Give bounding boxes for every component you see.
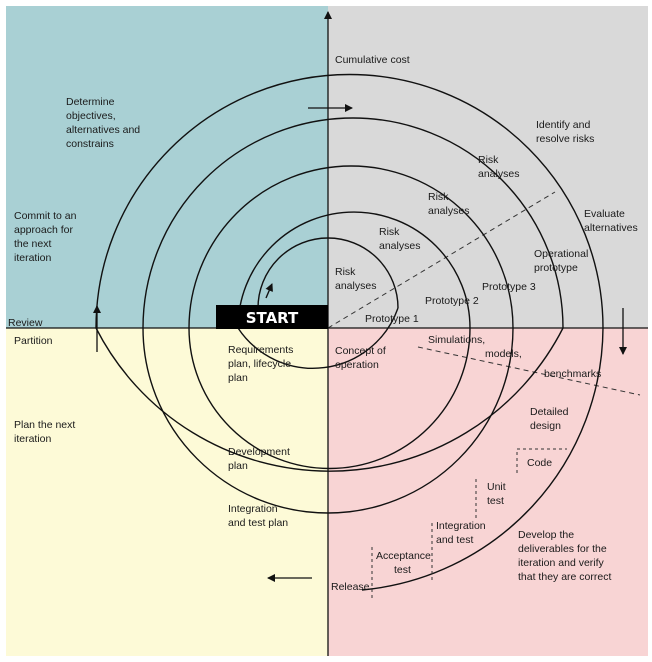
quadrant-bottom-right	[328, 328, 648, 656]
spiral-top-arc-3	[188, 165, 514, 329]
requirements-plan-label: Requirements plan, lifecycle plan	[228, 344, 296, 384]
acceptance-test-label: Acceptance test	[376, 550, 434, 576]
develop-deliverables-label: Develop the deliverables for the iterati…	[518, 529, 611, 583]
prototype-1-label: Prototype 1	[365, 313, 419, 325]
code-label: Code	[527, 457, 552, 469]
release-label: Release	[331, 581, 370, 593]
risk-analyses-3-label: Risk analyses	[428, 191, 469, 217]
identify-resolve-risks-label: Identify and resolve risks	[536, 119, 594, 145]
inner-spiral-arrow	[265, 283, 273, 299]
concept-of-operation-label: Concept of operation	[335, 345, 389, 371]
development-plan-label: Development plan	[228, 446, 293, 472]
evaluate-alternatives-label: Evaluate alternatives	[584, 208, 638, 234]
quadrant-bottom-left	[6, 328, 328, 656]
commit-approach-label: Commit to an approach for the next itera…	[14, 210, 79, 264]
plan-next-iteration-label: Plan the next iteration	[14, 419, 78, 445]
review-label: Review	[8, 317, 43, 329]
prototype-2-label: Prototype 2	[425, 295, 479, 307]
dashed-separator-bottom-right	[417, 346, 641, 396]
unit-test-label: Unit test	[487, 481, 509, 507]
integration-test-plan-label: Integration and test plan	[228, 503, 288, 529]
start-box	[216, 305, 328, 329]
spiral-top-arc-5	[95, 73, 604, 329]
models-label: models,	[485, 348, 522, 360]
prototype-3-label: Prototype 3	[482, 281, 536, 293]
simulations-label: Simulations,	[428, 334, 485, 346]
integration-and-test-label: Integration and test	[436, 520, 489, 546]
spiral-right-arc-2	[188, 327, 471, 470]
risk-analyses-1-label: Risk analyses	[335, 266, 376, 292]
operational-prototype-label: Operational prototype	[534, 248, 591, 274]
quadrant-top-left	[6, 6, 328, 328]
benchmarks-label: benchmarks	[544, 368, 601, 380]
start-label: START	[246, 309, 299, 327]
dashed-steps	[371, 448, 567, 598]
determine-objectives-label: Determine objectives, alternatives and c…	[66, 96, 143, 150]
spiral-top-arc-4	[142, 117, 564, 329]
spiral-right-arc-4	[95, 327, 564, 472]
cumulative-cost-label: Cumulative cost	[335, 54, 410, 66]
detailed-design-label: Detailed design	[530, 406, 571, 432]
spiral-top-arc-2	[237, 211, 471, 329]
dashed-separator-top-right	[327, 191, 556, 329]
spiral-right-arc-1	[237, 307, 399, 369]
spiral-outer-right-arc	[361, 327, 604, 591]
partition-label: Partition	[14, 335, 53, 347]
risk-analyses-4-label: Risk analyses	[478, 154, 519, 180]
risk-analyses-2-label: Risk analyses	[379, 226, 420, 252]
